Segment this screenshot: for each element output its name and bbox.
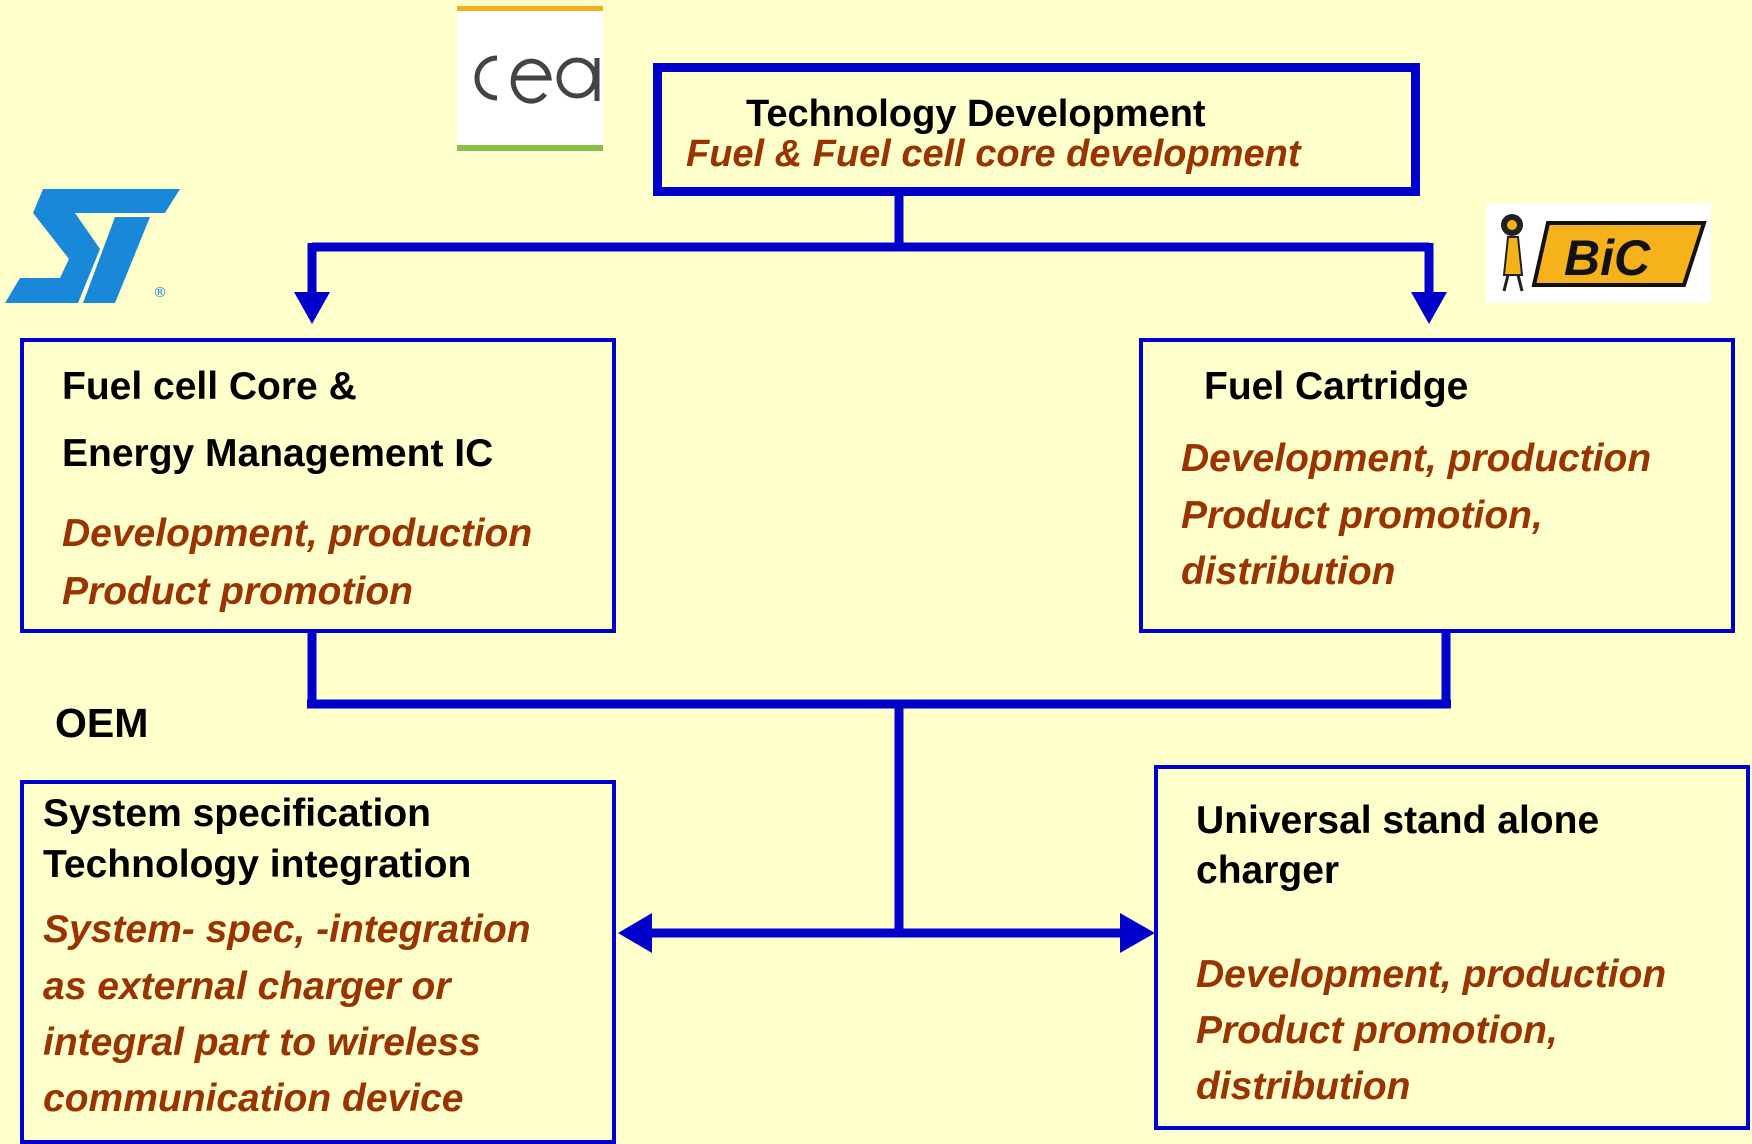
system-spec-role3: integral part to wireless	[43, 1021, 481, 1064]
cea-logo	[457, 6, 603, 152]
arrow-left-down	[294, 292, 330, 324]
universal-charger-role1: Development, production	[1196, 953, 1667, 996]
fuel-cell-core-role1: Development, production	[62, 512, 533, 555]
universal-charger-line2: charger	[1196, 849, 1340, 892]
universal-charger-line1: Universal stand alone	[1196, 799, 1600, 842]
fuel-cell-core-box: Fuel cell Core & Energy Management IC De…	[20, 338, 616, 633]
arrow-bottom-left	[618, 913, 652, 953]
system-spec-role2: as external charger or	[43, 965, 451, 1008]
fuel-cell-core-line2: Energy Management IC	[62, 432, 494, 475]
system-spec-line1: System specification	[43, 792, 431, 835]
fuel-cartridge-box: Fuel Cartridge Development, production P…	[1139, 338, 1735, 633]
fuel-cartridge-title: Fuel Cartridge	[1204, 365, 1469, 408]
arrow-bottom-right	[1120, 913, 1155, 953]
fuel-cartridge-role1: Development, production	[1181, 437, 1652, 480]
oem-label: OEM	[55, 700, 149, 746]
fuel-cell-core-role2: Product promotion	[62, 570, 413, 613]
universal-charger-box: Universal stand alone charger Developmen…	[1154, 765, 1750, 1130]
system-spec-role1: System- spec, -integration	[43, 908, 531, 951]
technology-development-subtitle: Fuel & Fuel cell core development	[686, 133, 1301, 175]
arrow-right-down	[1411, 292, 1447, 324]
technology-development-box: Technology Development Fuel & Fuel cell …	[653, 63, 1420, 196]
system-spec-line2: Technology integration	[43, 843, 472, 886]
svg-text:BiC: BiC	[1564, 230, 1651, 286]
svg-text:®: ®	[153, 285, 167, 301]
fuel-cell-core-line1: Fuel cell Core &	[62, 365, 357, 408]
fuel-cartridge-role3: distribution	[1181, 550, 1396, 593]
bic-boy-icon	[1501, 214, 1524, 292]
universal-charger-role2: Product promotion,	[1196, 1009, 1558, 1052]
technology-development-title: Technology Development	[746, 93, 1206, 135]
universal-charger-role3: distribution	[1196, 1065, 1411, 1108]
fuel-cartridge-role2: Product promotion,	[1181, 494, 1543, 537]
st-logo: ®	[5, 189, 180, 303]
system-spec-role4: communication device	[43, 1077, 464, 1120]
system-specification-box: System specification Technology integrat…	[20, 780, 616, 1144]
bic-logo: BiC	[1486, 203, 1711, 303]
